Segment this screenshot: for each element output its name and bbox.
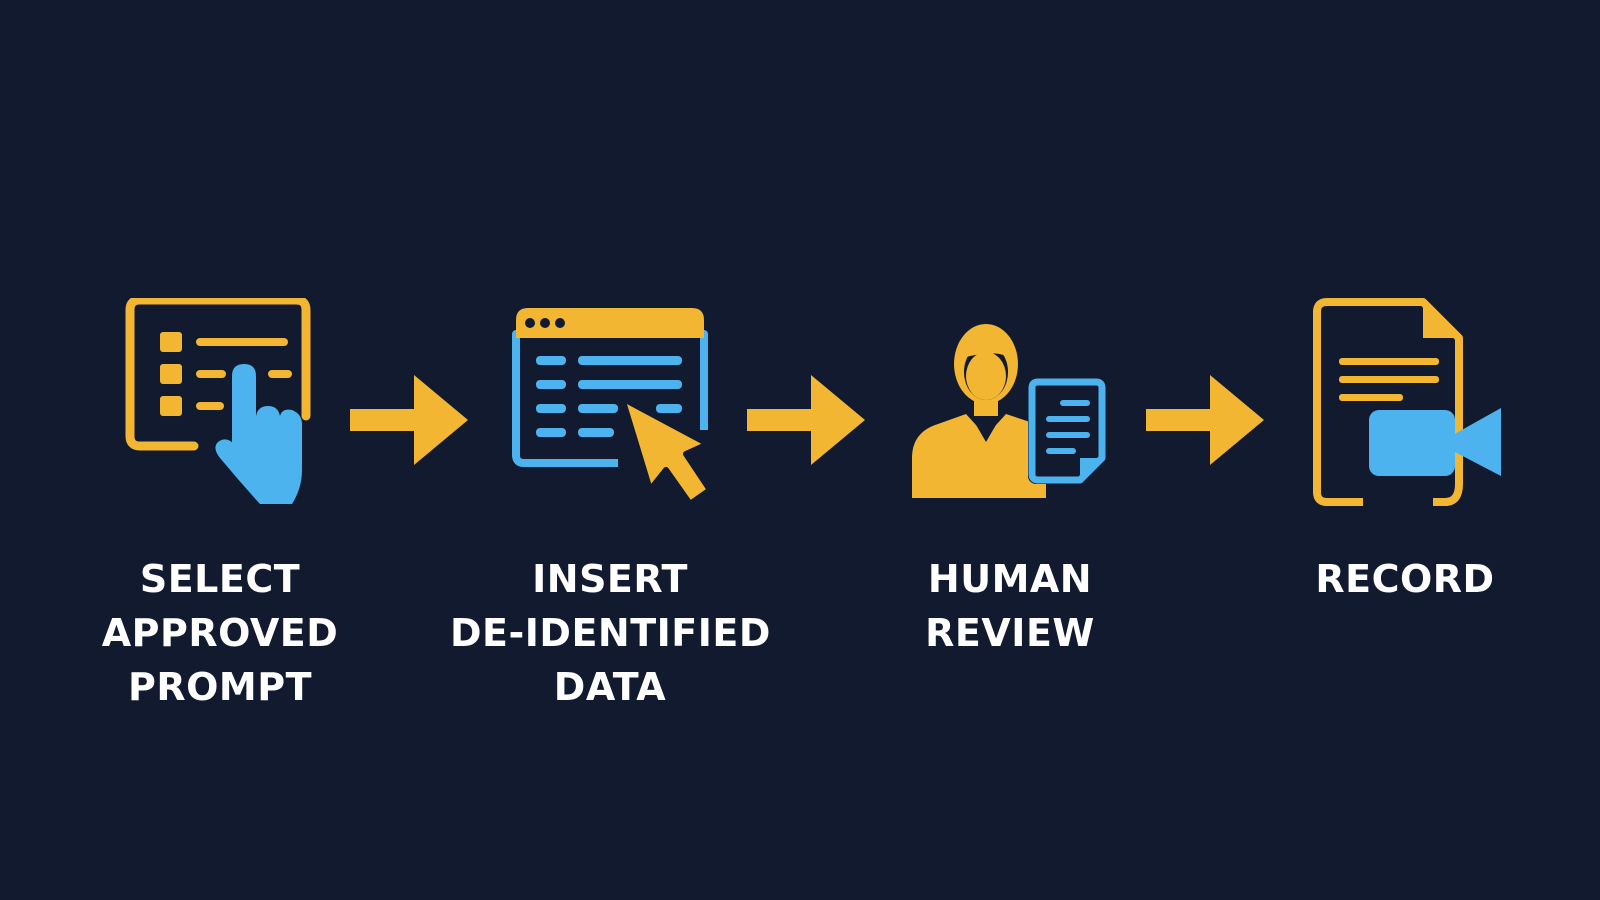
label-line: RECORD bbox=[1315, 557, 1495, 601]
browser-cursor-icon bbox=[510, 298, 710, 518]
arrow-right-icon bbox=[1146, 375, 1264, 465]
step-label: SELECT APPROVED PROMPT bbox=[60, 552, 380, 714]
step-human-review: HUMAN REVIEW bbox=[850, 298, 1170, 660]
step-label: RECORD bbox=[1245, 552, 1565, 606]
arrow-right-icon bbox=[747, 375, 865, 465]
label-line: REVIEW bbox=[925, 611, 1095, 655]
document-video-icon bbox=[1305, 298, 1505, 518]
label-line: DATA bbox=[553, 665, 667, 709]
label-line: INSERT bbox=[532, 557, 688, 601]
label-line: PROMPT bbox=[127, 665, 312, 709]
step-record: RECORD bbox=[1245, 298, 1565, 606]
step-insert-de-identified-data: INSERT DE-IDENTIFIED DATA bbox=[450, 298, 770, 714]
step-label: HUMAN REVIEW bbox=[850, 552, 1170, 660]
list-tap-icon bbox=[120, 298, 320, 518]
label-line: APPROVED bbox=[101, 611, 339, 655]
label-line: SELECT bbox=[139, 557, 301, 601]
step-select-approved-prompt: SELECT APPROVED PROMPT bbox=[60, 298, 380, 714]
arrow-right-icon bbox=[350, 375, 468, 465]
step-label: INSERT DE-IDENTIFIED DATA bbox=[450, 552, 770, 714]
person-document-icon bbox=[910, 298, 1110, 518]
label-line: HUMAN bbox=[927, 557, 1093, 601]
label-line: DE-IDENTIFIED bbox=[450, 611, 771, 655]
